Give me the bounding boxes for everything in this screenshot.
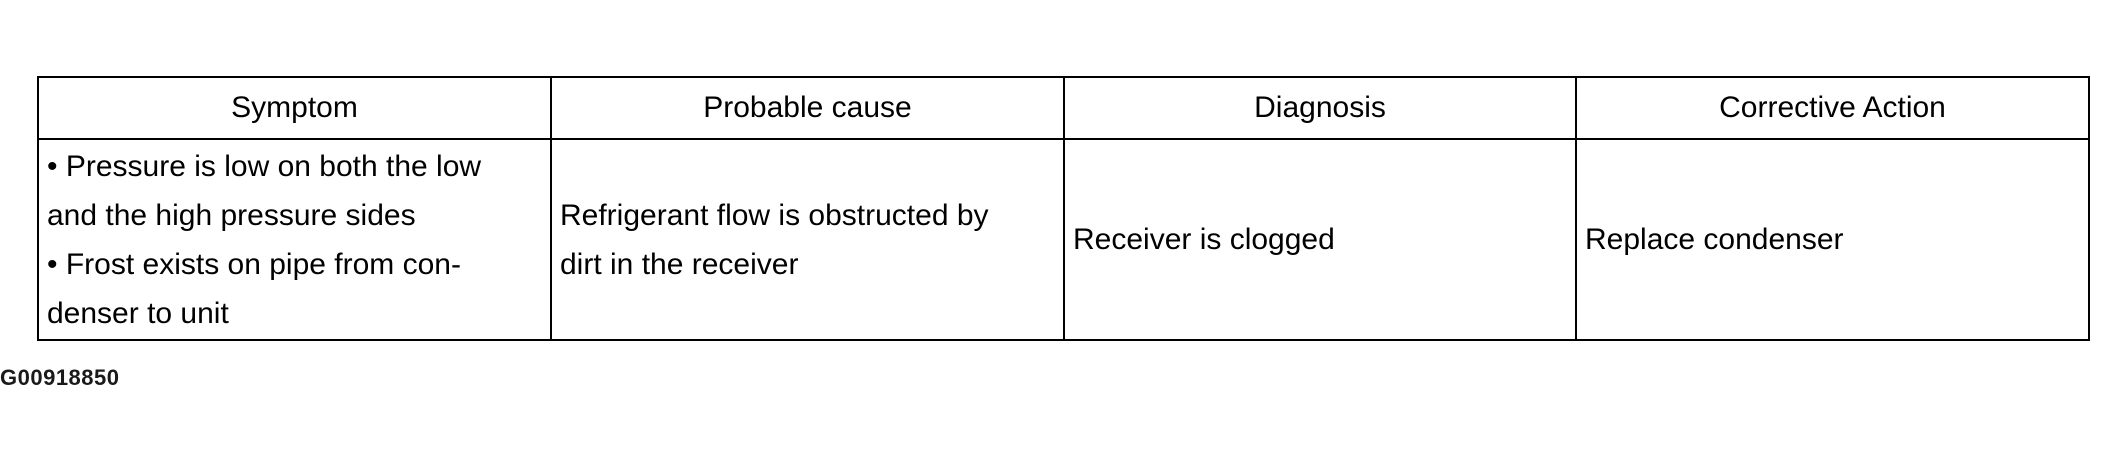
cell-symptom: • Pressure is low on both the low and th… (37, 138, 552, 341)
cell-probable-cause: Refrigerant flow is obstructed by dirt i… (550, 138, 1065, 341)
cause-line: Refrigerant flow is obstructed by (560, 198, 989, 232)
figure-id-label: G00918850 (0, 365, 120, 390)
symptom-line: and the high pressure sides (47, 198, 416, 232)
table-header-row: Symptom Probable cause Diagnosis Correct… (37, 76, 2090, 140)
header-symptom: Symptom (37, 76, 552, 140)
cause-line: dirt in the receiver (560, 247, 799, 281)
cell-diagnosis: Receiver is clogged (1063, 138, 1577, 341)
diagnosis-table: Symptom Probable cause Diagnosis Correct… (37, 76, 2090, 341)
cell-corrective-action: Replace condenser (1575, 138, 2090, 341)
header-probable-cause: Probable cause (550, 76, 1065, 140)
symptom-line: • Pressure is low on both the low (47, 149, 482, 183)
symptom-line: denser to unit (47, 296, 229, 330)
symptom-line: • Frost exists on pipe from con- (47, 247, 461, 281)
table-row: • Pressure is low on both the low and th… (37, 138, 2090, 341)
header-diagnosis: Diagnosis (1063, 76, 1577, 140)
header-corrective-action: Corrective Action (1575, 76, 2090, 140)
